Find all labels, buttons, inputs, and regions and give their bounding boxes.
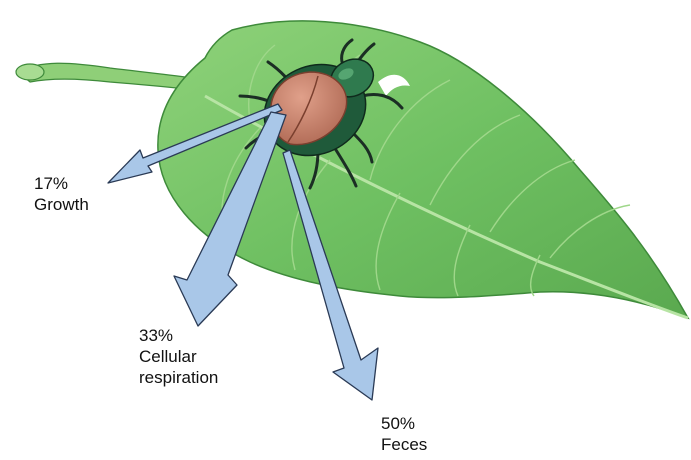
respiration-percent: 33% (139, 325, 218, 346)
respiration-name-line2: respiration (139, 367, 218, 388)
feces-name: Feces (381, 434, 427, 455)
growth-percent: 17% (34, 173, 89, 194)
label-feces: 50% Feces (381, 413, 427, 455)
respiration-name-line1: Cellular (139, 346, 218, 367)
label-cellular-respiration: 33% Cellular respiration (139, 325, 218, 388)
feces-percent: 50% (381, 413, 427, 434)
growth-name: Growth (34, 194, 89, 215)
label-growth: 17% Growth (34, 173, 89, 215)
